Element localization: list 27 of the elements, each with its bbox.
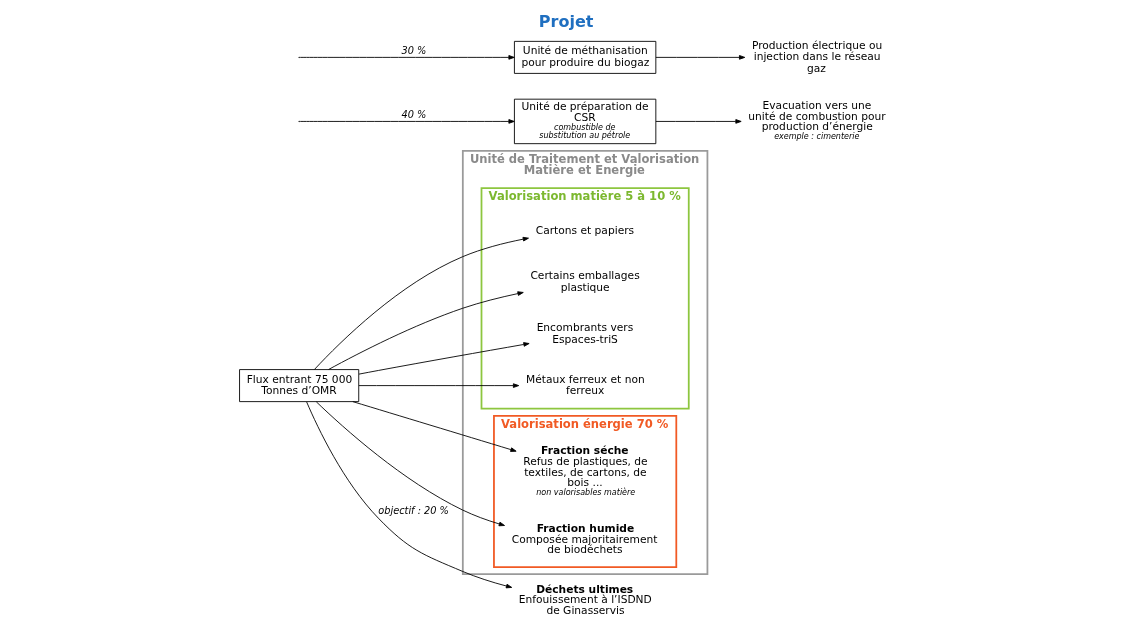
edge-label: 30 % — [400, 44, 426, 56]
arrow — [313, 236, 529, 370]
diagram-title: Projet — [538, 12, 593, 32]
arrow — [327, 291, 524, 370]
arrow — [358, 342, 530, 375]
node-box: Flux entrant 75 000 Tonnes d’OMR — [238, 369, 359, 403]
arrow — [351, 401, 517, 452]
arrow — [655, 119, 742, 124]
arrow — [315, 401, 505, 527]
node-text: Evacuation vers une unité de combustion pour production d’énergie exemple : cimenterie — [747, 99, 886, 141]
node-text: Métaux ferreux et non ferreux — [525, 372, 645, 398]
node-box: Unité de méthanisation pour produire du biogaz — [513, 40, 656, 74]
edge-label: objectif : 20 % — [377, 505, 449, 517]
node-text: Cartons et papiers — [535, 223, 634, 237]
arrow — [305, 401, 512, 589]
arrow — [358, 383, 519, 388]
node-text: Fraction humide Composée majoritairement de biodéchets — [511, 522, 657, 557]
edge-label: 40 % — [400, 108, 426, 120]
arrow — [299, 55, 515, 60]
node-text: Encombrants vers Espaces-triS — [536, 320, 633, 346]
arrow — [655, 55, 745, 60]
node-text: Fraction séche Refus de plastiques, de textiles, de cartons, de bois ... non valorisables matière — [522, 444, 648, 497]
node-text: Production électrique ou injection dans le réseau gaz — [751, 38, 882, 75]
node-text: Certains emballages plastique — [529, 269, 640, 294]
arrow — [299, 119, 515, 124]
node-text: Déchets ultimes Enfouissement à l’ISDND de Ginasservis — [518, 582, 652, 617]
node-box: Unité de préparation de CSR combustible de substitution au pétrole — [513, 98, 656, 145]
